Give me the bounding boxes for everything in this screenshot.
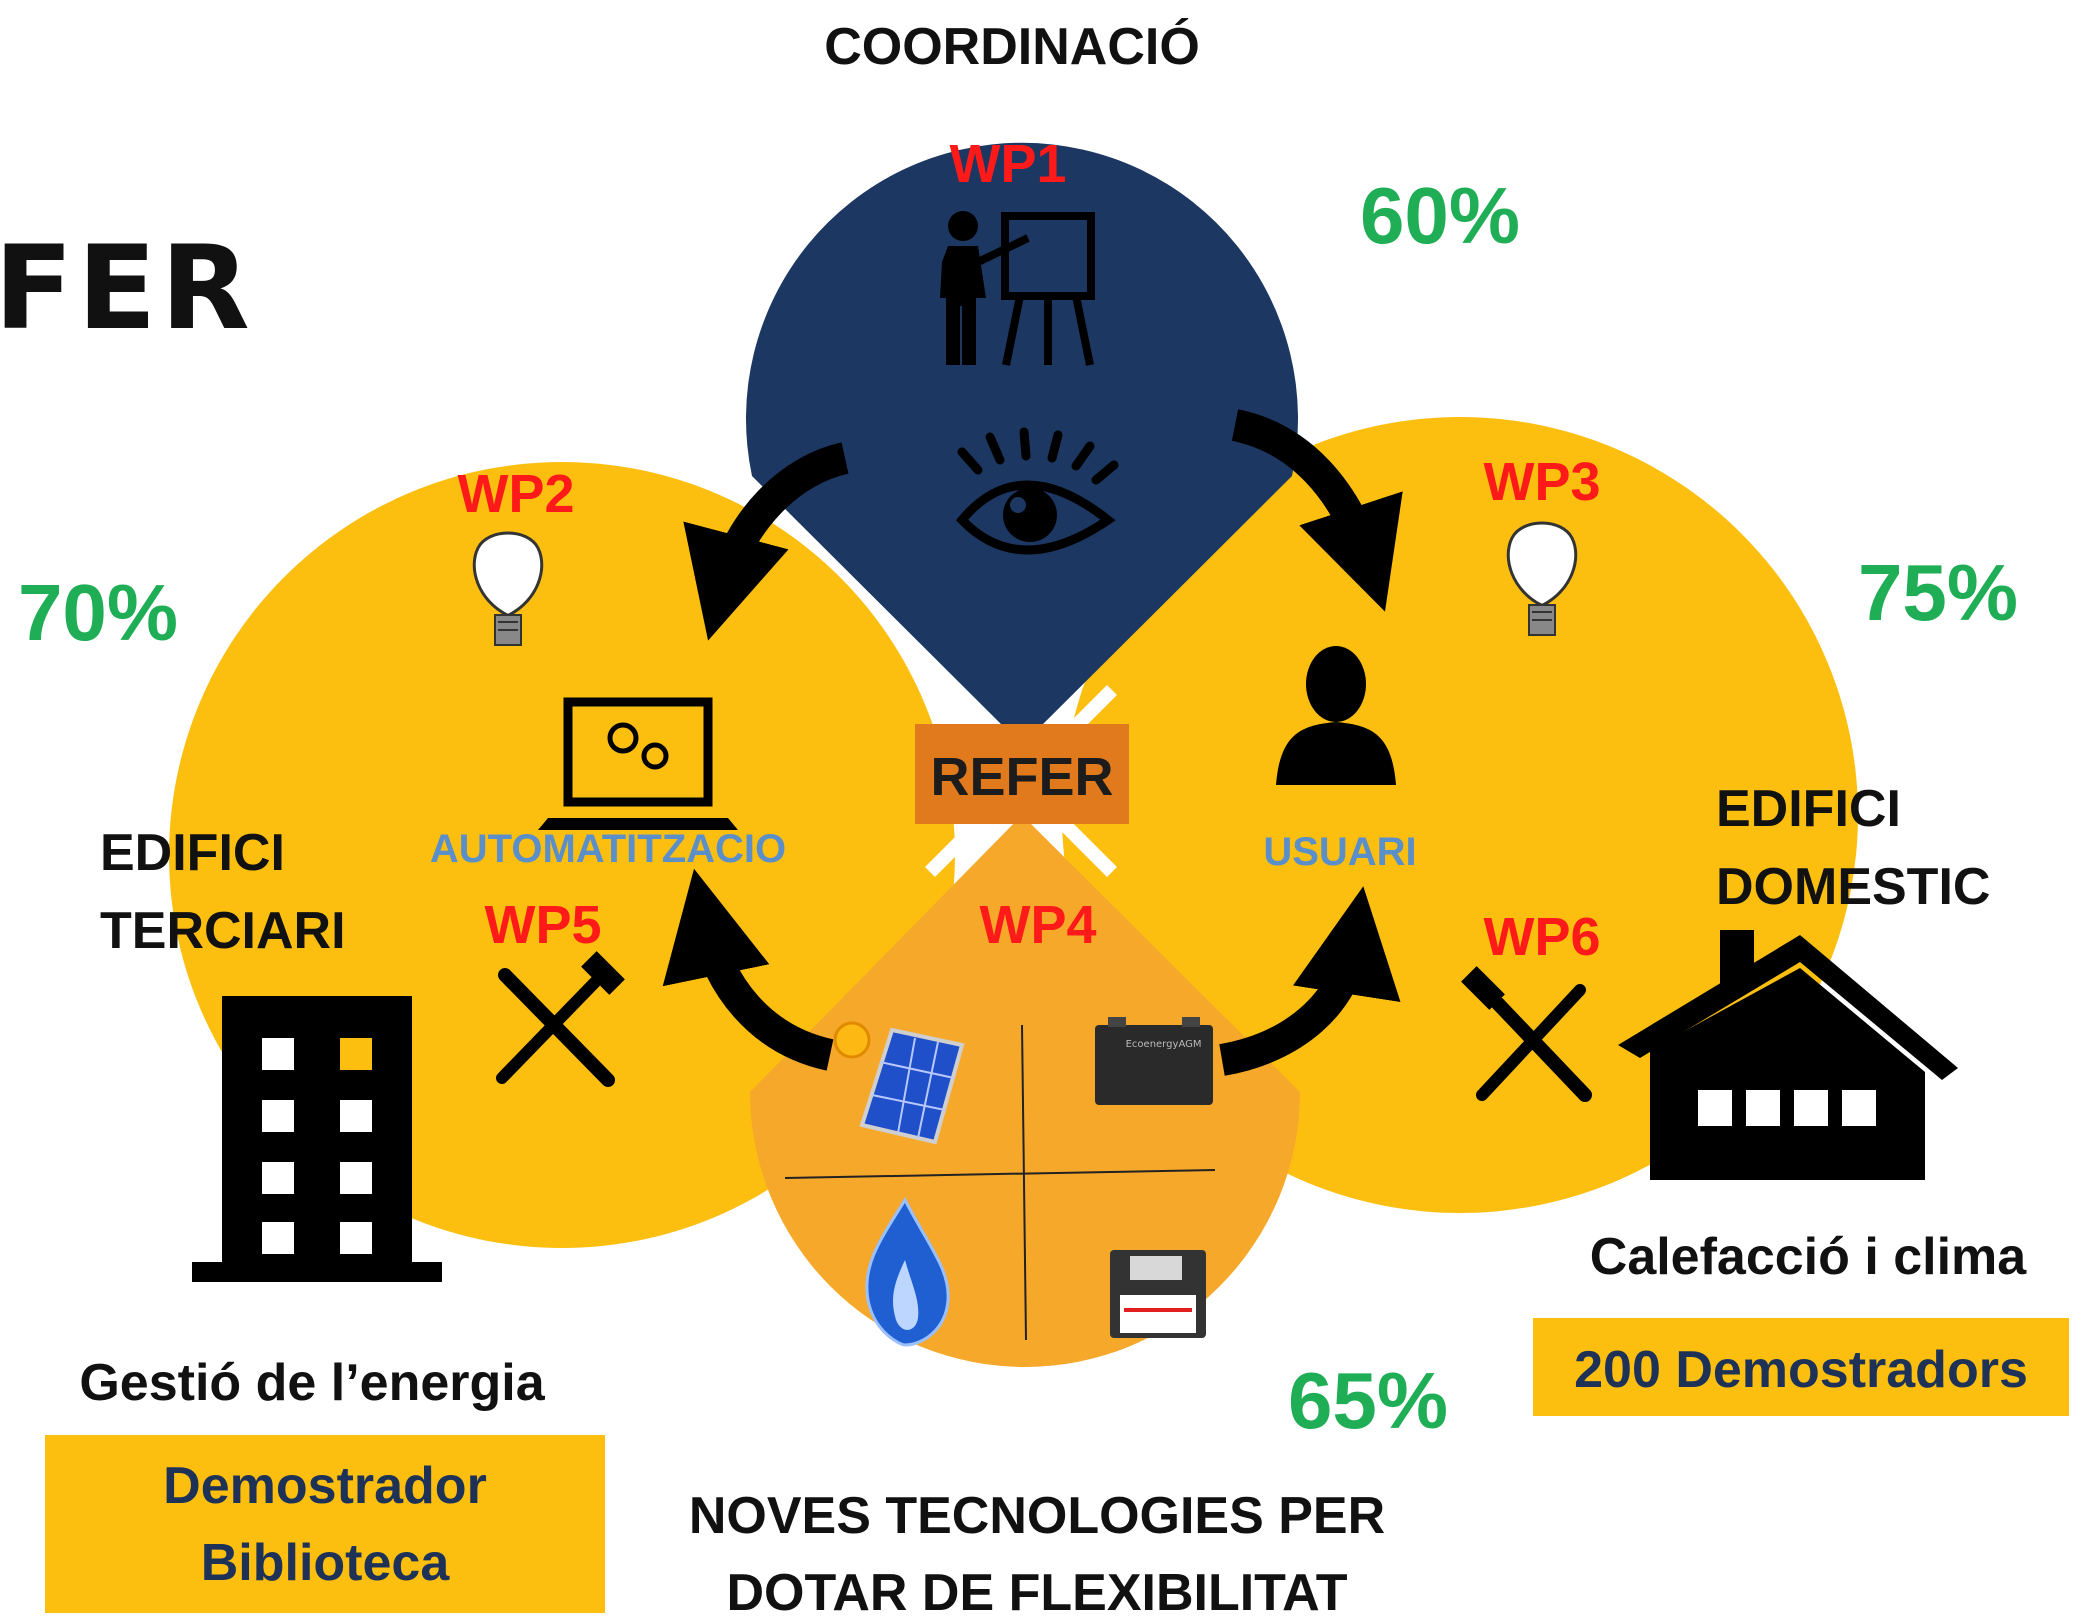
solar-panel-icon <box>833 1021 965 1145</box>
wp5-label: WP5 <box>484 895 601 955</box>
wp1-label: WP1 <box>949 134 1066 194</box>
domestic-demo-box <box>1533 1318 2069 1416</box>
tertiary-demo-box <box>45 1435 605 1613</box>
wp2-label: WP2 <box>457 464 574 524</box>
tertiary-box-line1: Demostrador <box>163 1457 487 1515</box>
domestic-title-line2: DOMESTIC <box>1716 858 1990 916</box>
arrow-to-right <box>1231 409 1403 612</box>
tools-icon <box>1461 966 1592 1102</box>
wp4-label: WP4 <box>979 895 1096 955</box>
tertiary-title-line1: EDIFICI <box>100 824 285 882</box>
wp3-label: WP3 <box>1483 452 1600 512</box>
arrow-to-left <box>683 442 849 641</box>
arrow-to-left-lower <box>662 868 834 1071</box>
percent-wp4: 65% <box>1288 1356 1448 1445</box>
refer-label: REFER <box>930 747 1113 807</box>
house-icon <box>1618 930 1958 1180</box>
percent-wp2: 70% <box>18 568 178 657</box>
arrow-to-right-lower <box>1219 886 1401 1076</box>
bottom-caption-line1: NOVES TECNOLOGIES PER <box>689 1487 1385 1545</box>
lightbulb-icon <box>472 531 544 646</box>
bottom-caption-line2: DOTAR DE FLEXIBILITAT <box>726 1564 1347 1622</box>
quadrant-divider <box>1021 1024 1027 1341</box>
logo-text: FER <box>0 221 254 356</box>
usuari-label: USUARI <box>1263 830 1416 874</box>
tertiary-subtitle: Gestió de l’energia <box>79 1354 545 1412</box>
battery-brand-label: Ecoenergy <box>1126 1039 1179 1050</box>
quadrant-divider <box>784 1169 1216 1179</box>
percent-wp1: 60% <box>1360 171 1520 260</box>
eye-icon <box>955 427 1119 555</box>
battery-model-label: AGM <box>1178 1039 1201 1050</box>
gas-flame-icon <box>865 1196 950 1347</box>
office-building-icon <box>192 996 442 1282</box>
lightbulb-icon <box>1506 521 1578 636</box>
coordination-title: COORDINACIÓ <box>824 18 1200 76</box>
right-circle <box>1062 417 1858 1213</box>
automatitzacio-label: AUTOMATITZACIO <box>430 827 786 871</box>
percent-wp3: 75% <box>1858 548 2018 637</box>
domestic-subtitle: Calefacció i clima <box>1590 1228 2028 1286</box>
wp6-label: WP6 <box>1483 907 1600 967</box>
tertiary-title-line2: TERCIARI <box>100 902 346 960</box>
domestic-box-text: 200 Demostradors <box>1574 1341 2028 1399</box>
battery-icon: Ecoenergy AGM <box>1095 1017 1213 1105</box>
tertiary-box-line2: Biblioteca <box>201 1534 451 1592</box>
presenter-icon <box>940 211 1095 366</box>
refer-box <box>915 724 1129 824</box>
domestic-title-line1: EDIFICI <box>1716 780 1901 838</box>
tools-icon <box>496 951 625 1087</box>
user-icon <box>1276 646 1396 785</box>
floppy-disk-icon <box>1110 1250 1206 1338</box>
laptop-icon <box>538 697 738 830</box>
